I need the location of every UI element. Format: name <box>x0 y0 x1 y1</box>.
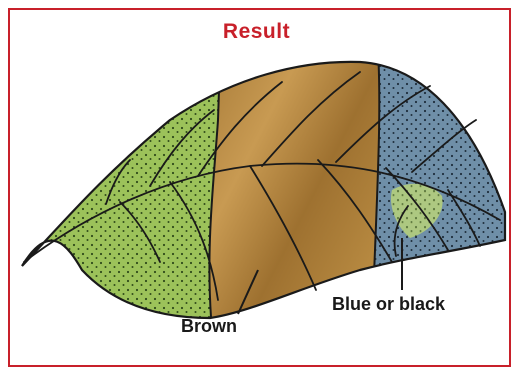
brown-label: Brown <box>181 316 237 337</box>
brown-region <box>209 0 379 330</box>
blue-or-black-label: Blue or black <box>332 294 445 315</box>
